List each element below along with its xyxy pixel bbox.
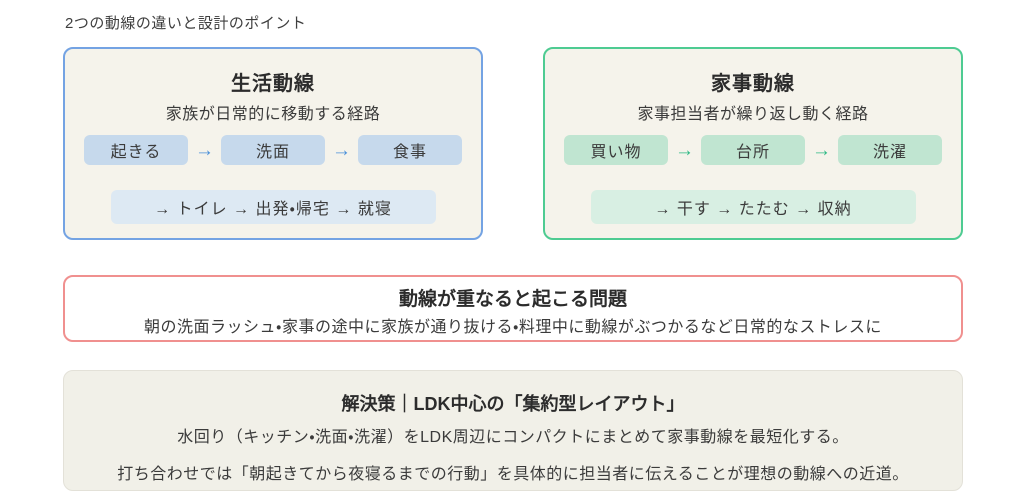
life-flow-title: 生活動線: [231, 73, 315, 95]
solution-line-2: 打ち合わせでは「朝起きてから夜寝るまでの行動」を具体的に担当者に伝えることが理想…: [117, 466, 909, 483]
arrow-right-icon: →: [332, 139, 351, 161]
page-title: 2つの動線の違いと設計のポイント: [65, 15, 307, 32]
solution-line-1: 水回り（キッチン・洗面・洗濯）をLDK周辺にコンパクトにまとめて家事動線を最短化…: [177, 429, 849, 446]
solution-card: 解決策｜LDK中心の「集約型レイアウト」 水回り（キッチン・洗面・洗濯）をLDK…: [63, 370, 963, 491]
solution-title: 解決策｜LDK中心の「集約型レイアウト」: [341, 394, 685, 414]
life-flow-steps: 起きる → 洗面 → 食事: [65, 135, 481, 165]
chore-flow-subtitle: 家事担当者が繰り返し動く経路: [637, 106, 869, 123]
life-flow-continuation: → トイレ → 出発・帰宅 → 就寝: [110, 190, 436, 224]
chore-step-laundry: 洗濯: [838, 135, 942, 165]
content-column: 2つの動線の違いと設計のポイント 生活動線 家族が日常的に移動する経路 起きる …: [63, 0, 963, 491]
life-flow-card: 生活動線 家族が日常的に移動する経路 起きる → 洗面 → 食事 → トイレ →…: [63, 47, 483, 240]
problem-description: 朝の洗面ラッシュ・家事の途中に家族が通り抜ける・料理中に動線がぶつかるなど日常的…: [144, 319, 882, 336]
life-step-meal: 食事: [358, 135, 462, 165]
problem-card: 動線が重なると起こる問題 朝の洗面ラッシュ・家事の途中に家族が通り抜ける・料理中…: [63, 275, 963, 342]
flow-cards-row: 生活動線 家族が日常的に移動する経路 起きる → 洗面 → 食事 → トイレ →…: [63, 47, 963, 240]
chore-flow-steps: 買い物 → 台所 → 洗濯: [545, 135, 961, 165]
chore-step-shopping: 買い物: [564, 135, 668, 165]
chore-flow-title: 家事動線: [711, 73, 795, 95]
chore-flow-card: 家事動線 家事担当者が繰り返し動く経路 買い物 → 台所 → 洗濯 → 干す →…: [543, 47, 963, 240]
arrow-right-icon: →: [675, 139, 694, 161]
arrow-right-icon: →: [195, 139, 214, 161]
problem-title: 動線が重なると起こる問題: [398, 289, 627, 310]
life-flow-subtitle: 家族が日常的に移動する経路: [165, 106, 381, 123]
chore-flow-continuation: → 干す → たたむ → 収納: [590, 190, 916, 224]
arrow-right-icon: →: [812, 139, 831, 161]
life-step-washroom: 洗面: [221, 135, 325, 165]
life-step-wake: 起きる: [84, 135, 188, 165]
chore-step-kitchen: 台所: [701, 135, 805, 165]
